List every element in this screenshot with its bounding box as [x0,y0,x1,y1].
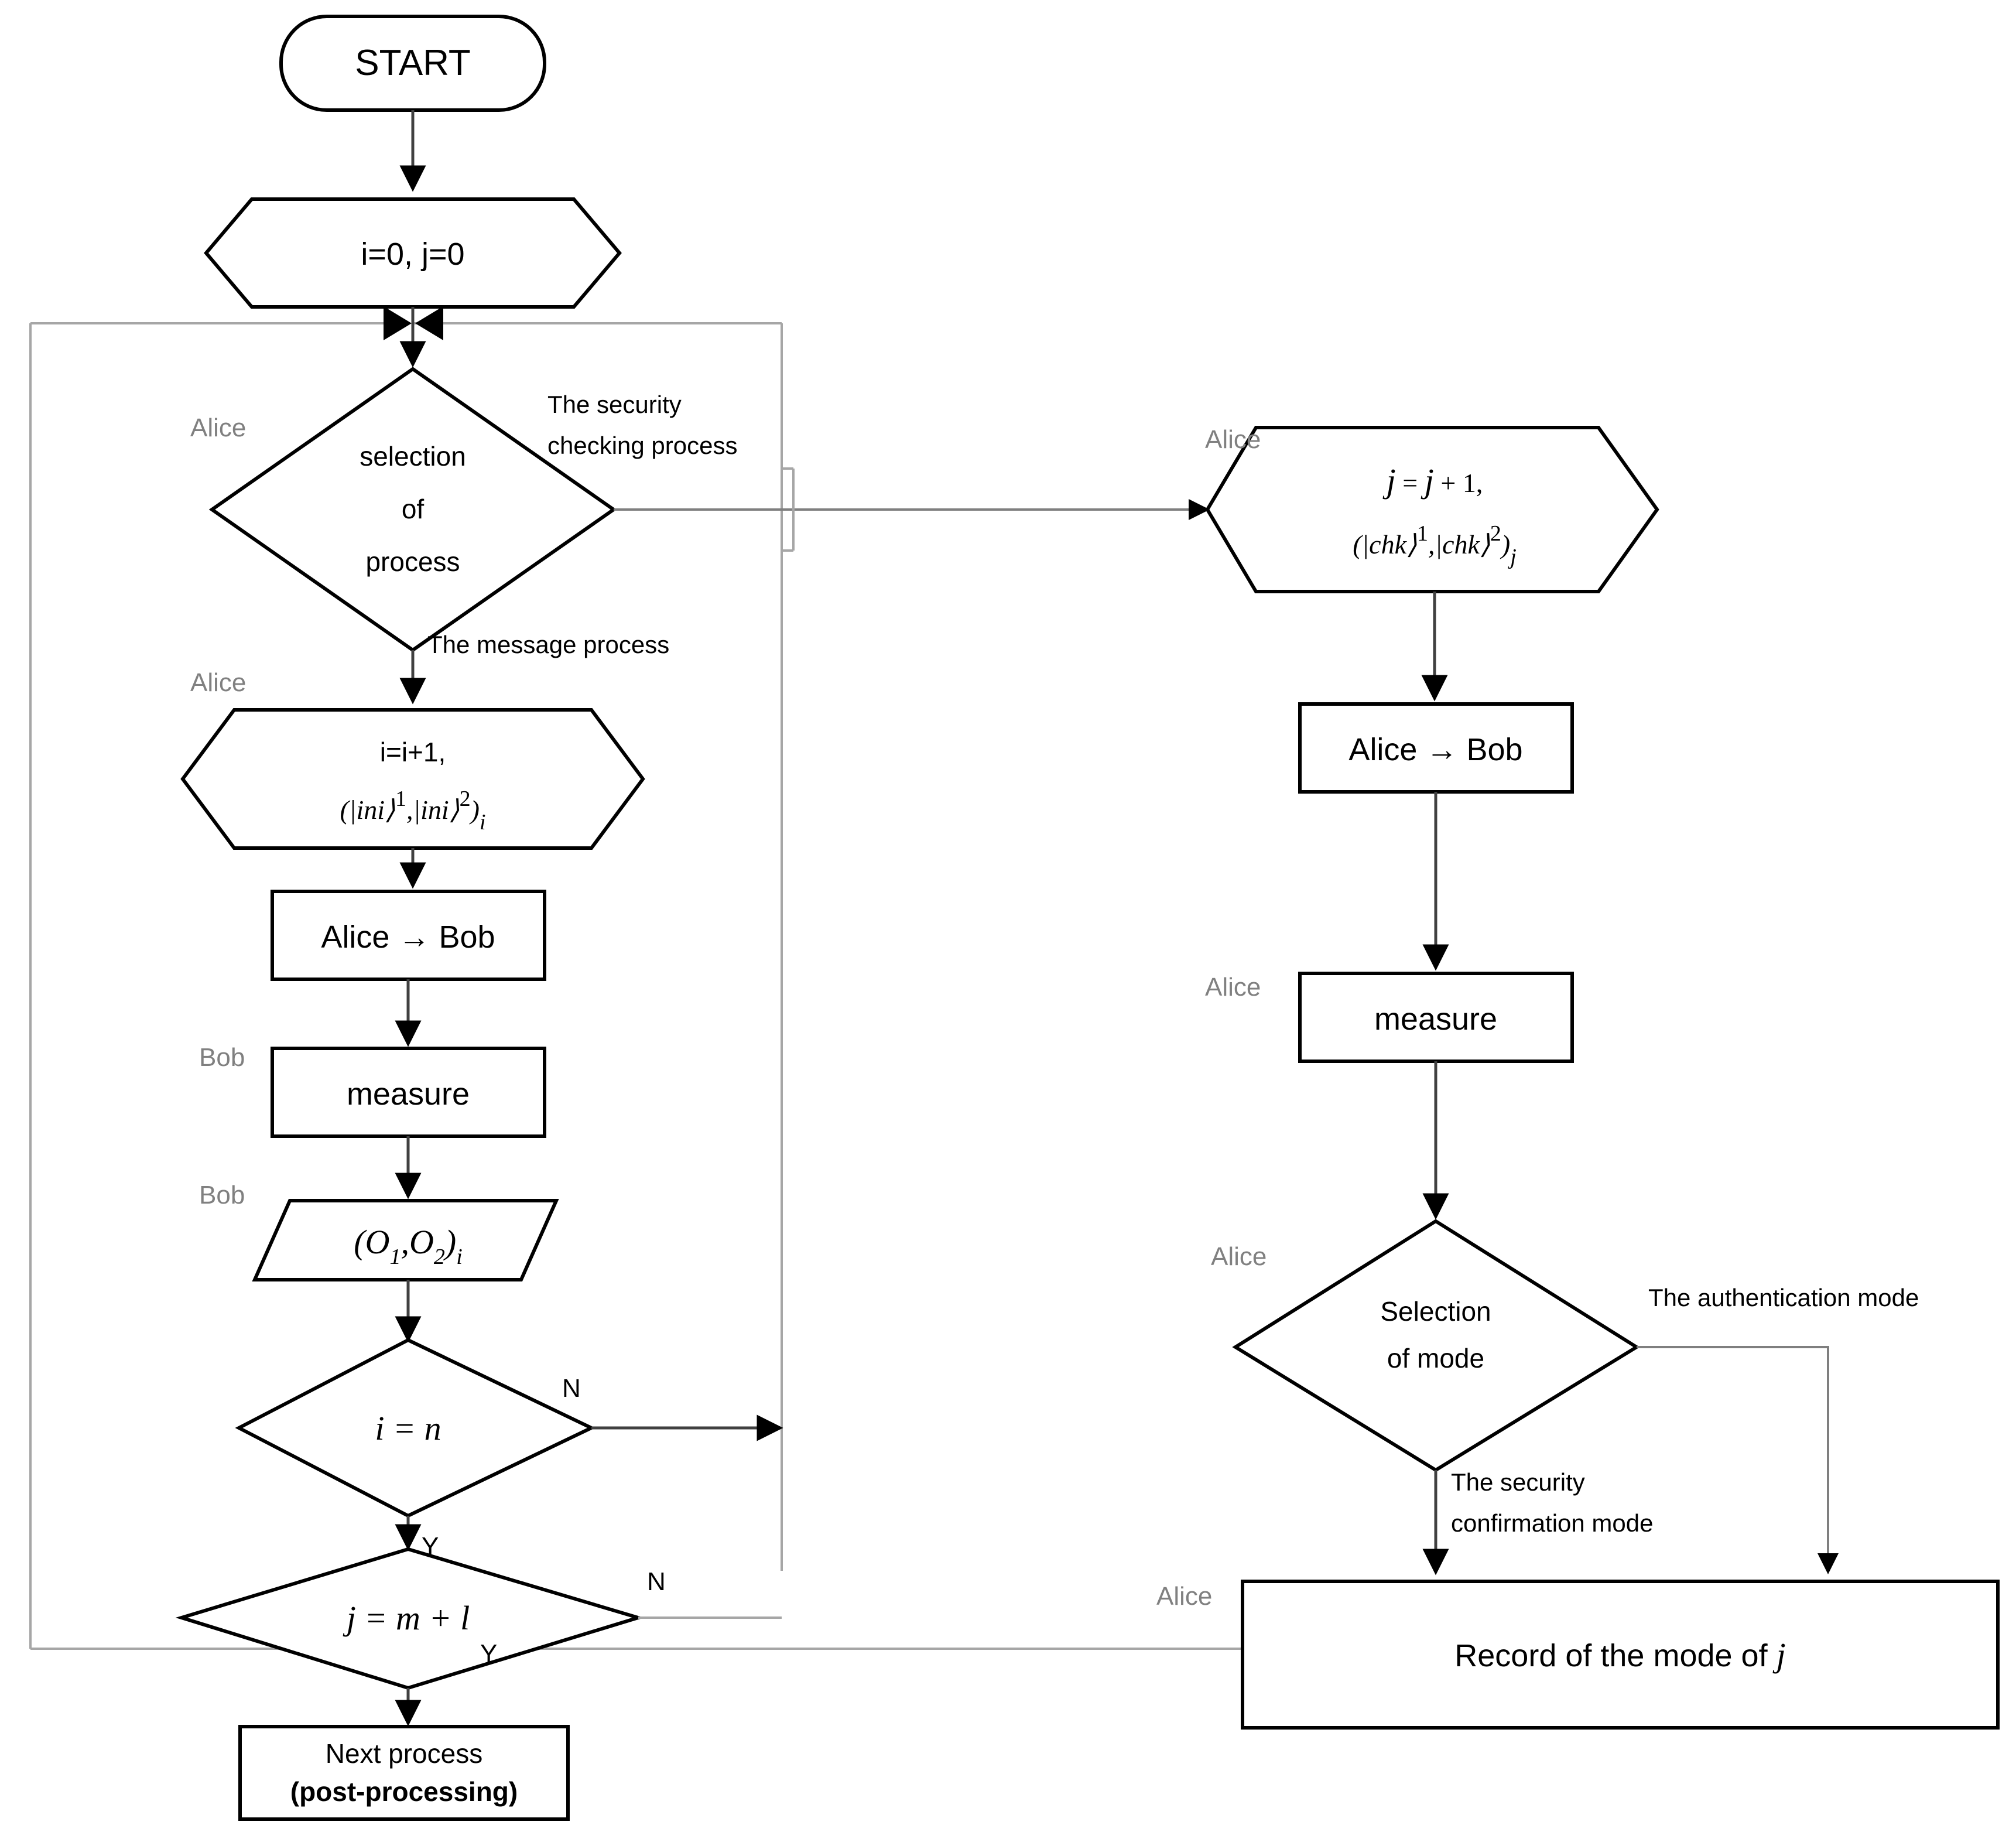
node-check-j-eq-m-plus-l[interactable]: j = m + l [175,1547,645,1690]
actor-label-alice-6: Alice [1156,1582,1212,1611]
outcome-open: ( [354,1223,367,1261]
chk-ket-sup-2: 2 [1490,521,1501,546]
record-mode-label: Record of the mode of j [1454,1636,1785,1674]
chk-send-label: Alice → Bob [1348,732,1522,767]
chk-ket-2: |chk⟩ [1435,529,1490,559]
edge-label-j-eq-ml-yes: Y [480,1639,497,1668]
actor-label-alice-5: Alice [1211,1242,1267,1271]
outcome-close: ) [443,1223,456,1261]
loop-return-arrowheads [384,306,443,340]
node-msg-outcome[interactable]: (O1,O2)i [252,1199,559,1281]
selection-line2: of [402,494,425,524]
edge-label-message-process: The message process [427,631,669,658]
msg-ket-sub: i [480,810,486,835]
outcome-o2-sub: 2 [434,1245,445,1269]
chk-eq: = [1396,468,1425,498]
edge-label-security-confirmation-1: The security [1451,1468,1585,1496]
selection-mode-line2: of mode [1387,1343,1484,1373]
selection-line3: process [365,546,460,577]
msg-ket-1: |ini⟩ [349,795,395,825]
chk-measure-label: measure [1374,1002,1497,1037]
node-chk-measure[interactable]: measure [1298,972,1574,1063]
chk-plus-one: + 1, [1434,468,1483,498]
outcome-o2: O [409,1223,434,1261]
chk-ket-close: ) [1500,529,1510,559]
chk-ket-comma: , [1428,529,1435,559]
node-msg-measure[interactable]: measure [271,1047,546,1138]
msg-ket-comma: , [406,795,413,825]
actor-label-alice-3: Alice [1205,425,1261,454]
node-selection-of-mode[interactable]: Selection of mode [1232,1219,1640,1472]
node-next-process[interactable]: Next process (post-processing) [238,1725,570,1821]
edge-auth-mode-to-record [1637,1346,1839,1574]
edge-label-security-checking-2: checking process [547,432,738,459]
edge-label-security-confirmation-2: confirmation mode [1451,1509,1654,1537]
selection-mode-line1: Selection [1380,1296,1491,1327]
node-selection-of-process[interactable]: selection of process [208,367,617,652]
outcome-o1: O [365,1223,390,1261]
start-label: START [355,43,471,83]
actor-label-bob-1: Bob [199,1043,245,1072]
chk-prepare-line1: j = j + 1, [1382,462,1483,500]
msg-prepare-line1: i=i+1, [380,737,446,767]
check-j-label: j = m + l [343,1599,470,1637]
edge-label-authentication-mode: The authentication mode [1648,1284,1919,1311]
outcome-comma: , [401,1223,409,1261]
msg-ket-2: |ini⟩ [413,795,459,825]
actor-label-alice-4: Alice [1205,973,1261,1002]
loop-boundary [29,322,1243,1650]
node-init[interactable]: i=0, j=0 [204,197,622,309]
outcome-sub: i [456,1245,463,1269]
actor-label-bob-2: Bob [199,1181,245,1209]
msg-ket-close: ) [469,795,480,825]
init-label: i=0, j=0 [361,237,464,272]
edge-label-i-eq-n-no: N [562,1374,581,1403]
edge-label-security-checking-1: The security [547,391,682,418]
node-chk-send[interactable]: Alice → Bob [1298,702,1574,794]
chk-ket-open: ( [1353,529,1363,559]
node-msg-send[interactable]: Alice → Bob [271,890,546,981]
record-mode-prefix: Record of the mode of [1454,1638,1776,1673]
node-check-i-eq-n[interactable]: i = n [235,1338,595,1518]
msg-ket-sup-1: 1 [395,787,406,811]
msg-ket-open: ( [340,795,350,825]
node-msg-prepare[interactable]: i=i+1, (|ini⟩1,|ini⟩2)i [180,708,645,850]
selection-line1: selection [360,441,466,471]
check-i-label: i = n [375,1409,441,1447]
msg-measure-label: measure [347,1076,470,1112]
chk-ket-1: |chk⟩ [1362,529,1417,559]
chk-prepare-line2: (|chk⟩1,|chk⟩2)j [1353,521,1517,569]
node-record-mode[interactable]: Record of the mode of j [1241,1580,2000,1730]
outcome-o1-sub: 1 [389,1245,401,1269]
edge-label-j-eq-ml-no: N [647,1567,666,1596]
msg-ket-sup-2: 2 [460,787,471,811]
actor-label-alice-2: Alice [190,668,246,697]
node-chk-prepare[interactable]: j = j + 1, (|chk⟩1,|chk⟩2)j [1205,426,1659,593]
chk-ket-sup-1: 1 [1417,521,1428,546]
msg-outcome-label: (O1,O2)i [354,1223,463,1269]
node-start[interactable]: START [279,15,546,112]
actor-label-alice-1: Alice [190,413,246,442]
next-process-line1: Next process [326,1738,482,1769]
edge-selection-to-chk [614,467,1210,552]
msg-prepare-line2: (|ini⟩1,|ini⟩2)i [340,787,485,835]
next-process-line2: (post-processing) [290,1776,518,1807]
msg-send-label: Alice → Bob [321,920,495,955]
